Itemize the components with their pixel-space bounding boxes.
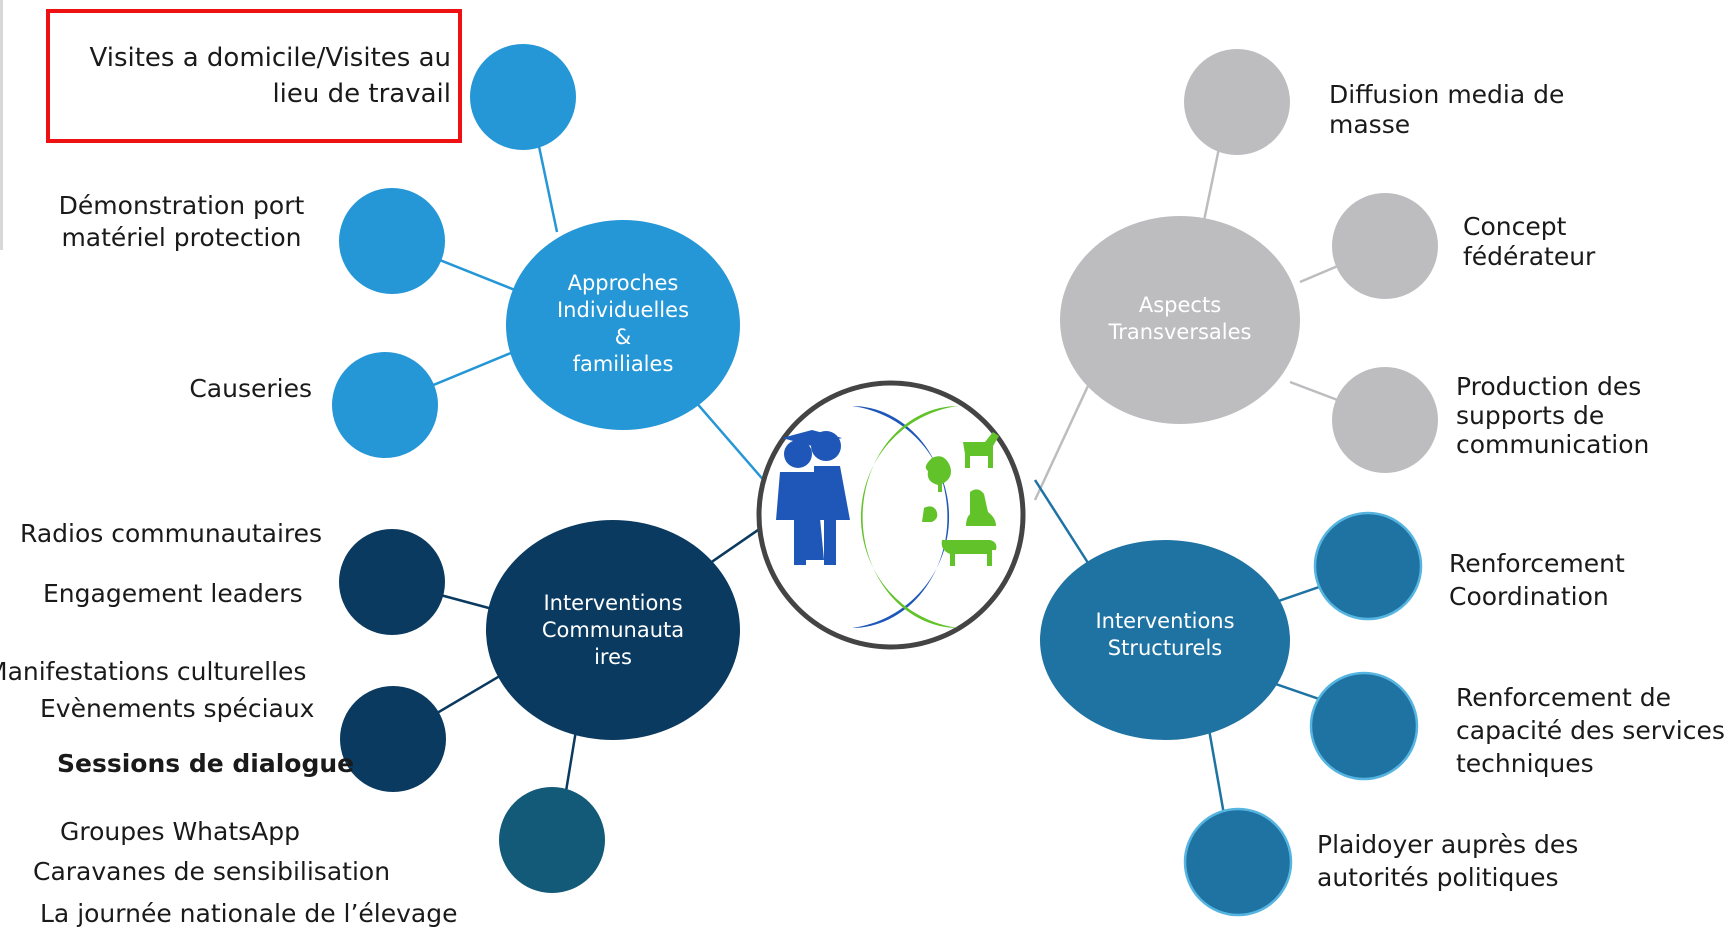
node-capacity: [1309, 671, 1419, 781]
label-demonstration: Démonstration port matériel protection: [44, 190, 319, 254]
label-whatsapp: Groupes WhatsApp: [60, 817, 301, 846]
label-line: masse: [1329, 110, 1411, 139]
label-line: Plaidoyer auprès des: [1317, 830, 1579, 859]
node-cultural-dialogue: [340, 686, 446, 792]
label-cultural: Manifestations culturelles: [0, 657, 307, 686]
label-leaders: Engagement leaders: [43, 579, 303, 608]
node-whatsapp-caravans: [499, 787, 605, 893]
hub-community: [486, 520, 740, 740]
label-line: Renforcement: [1449, 549, 1625, 578]
label-radios: Radios communautaires: [20, 519, 323, 548]
hub-line: Structurels: [1107, 636, 1223, 660]
label-concept: Concept fédérateur: [1463, 212, 1595, 272]
label-line: capacité des services: [1456, 716, 1725, 745]
hub-structural-label: Interventions Structurels: [1085, 608, 1245, 662]
label-production: Production des supports de communication: [1456, 372, 1649, 459]
hub-line: Interventions: [543, 591, 683, 615]
label-line: matériel protection: [61, 223, 302, 252]
label-capacity: Renforcement de capacité des services te…: [1456, 681, 1725, 780]
hub-individual-label: Approches Individuelles & familiales: [543, 270, 703, 378]
label-special-events: Evènements spéciaux: [40, 694, 315, 723]
label-line: Démonstration port: [58, 191, 305, 220]
node-demonstration: [339, 188, 445, 294]
label-line: techniques: [1456, 749, 1594, 778]
hub-line: ires: [594, 645, 632, 669]
label-line: Diffusion media de: [1329, 80, 1565, 109]
node-causeries: [332, 352, 438, 458]
node-concept: [1332, 193, 1438, 299]
label-coordination: Renforcement Coordination: [1449, 547, 1625, 613]
hub-line: Individuelles: [556, 298, 690, 322]
label-line: fédérateur: [1463, 242, 1596, 271]
hub-structural: [1040, 540, 1290, 740]
hub-line: Interventions: [1095, 609, 1235, 633]
label-line: Visites a domicile/Visites au: [89, 43, 452, 73]
hub-line: Transversales: [1108, 320, 1252, 344]
image-edge: [0, 0, 3, 250]
highlight-box: [46, 9, 462, 143]
hub-line: familiales: [572, 352, 674, 376]
label-line: Renforcement de: [1456, 683, 1672, 712]
label-line: lieu de travail: [272, 79, 451, 109]
node-mass-media: [1184, 49, 1290, 155]
label-line: communication: [1456, 430, 1650, 459]
label-line: Coordination: [1449, 582, 1609, 611]
label-caravans: Caravanes de sensibilisation: [33, 857, 391, 886]
label-advocacy: Plaidoyer auprès des autorités politique…: [1317, 828, 1578, 894]
node-coordination: [1313, 511, 1423, 621]
label-line: Production des: [1456, 372, 1642, 401]
node-advocacy: [1183, 807, 1293, 917]
label-dialogue: Sessions de dialogue: [57, 749, 355, 778]
label-national-day: La journée nationale de l’élevage: [40, 899, 458, 928]
family-and-livestock-logo: [756, 380, 1026, 650]
hub-line: &: [614, 325, 632, 349]
label-home-visits: Visites a domicile/Visites au lieu de tr…: [90, 40, 452, 112]
label-causeries: Causeries: [189, 374, 312, 403]
label-line: autorités politiques: [1317, 863, 1559, 892]
connector: [1033, 479, 1092, 567]
label-line: supports de: [1456, 401, 1605, 430]
hub-transversal-label: Aspects Transversales: [1090, 292, 1270, 346]
hub-line: Aspects: [1138, 293, 1222, 317]
hub-individual: [506, 220, 740, 430]
label-line: Concept: [1463, 212, 1567, 241]
label-mass-media: Diffusion media de masse: [1329, 80, 1564, 140]
hub-transversal: [1060, 216, 1300, 424]
hub-line: Approches: [567, 271, 679, 295]
hub-community-label: Interventions Communauta ires: [533, 590, 693, 671]
node-radios-leaders: [339, 529, 445, 635]
hub-line: Communauta: [541, 618, 685, 642]
node-production: [1332, 367, 1438, 473]
node-home-visits: [470, 44, 576, 150]
